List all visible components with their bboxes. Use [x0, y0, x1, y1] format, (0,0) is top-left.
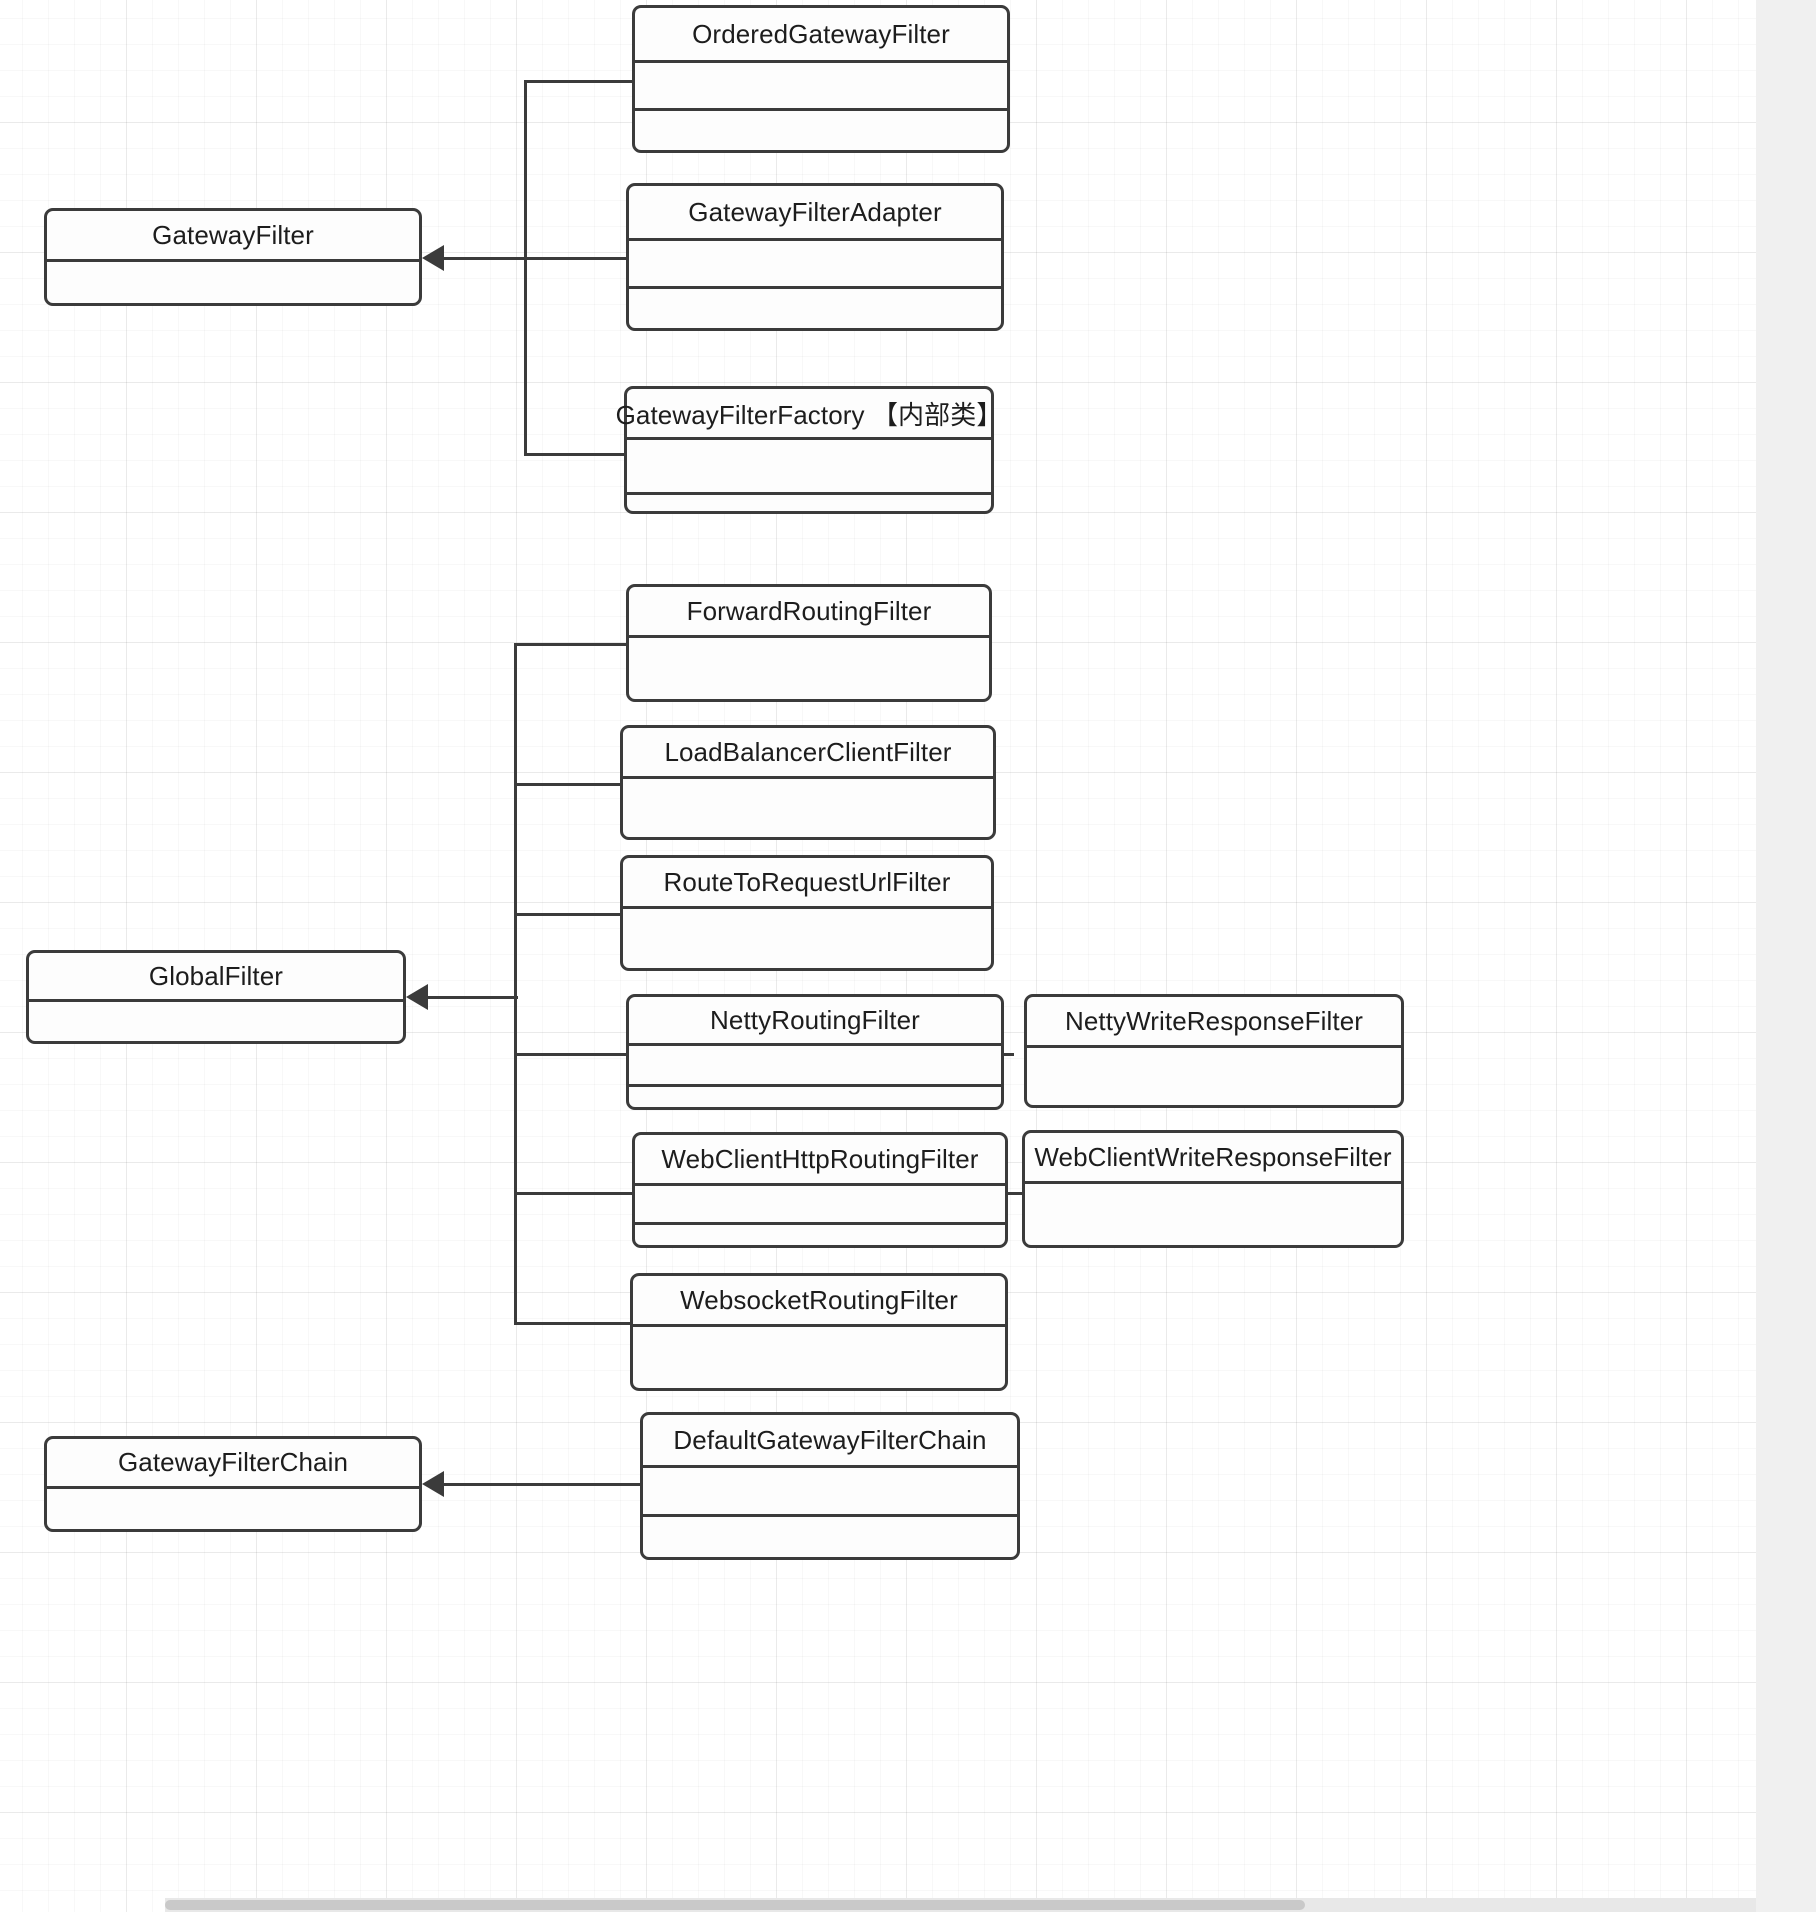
class-compartment: [633, 1327, 1005, 1394]
class-title-gatewayfilteradapter: GatewayFilterAdapter: [688, 196, 942, 227]
arrowhead-globalfilter: [406, 984, 428, 1010]
class-compartment: [635, 63, 1007, 108]
class-title-globalfilter: GlobalFilter: [148, 960, 284, 991]
class-box-nettywriteresponsefilter[interactable]: NettyWriteResponseFilter: [1024, 994, 1404, 1108]
class-separator: [623, 906, 991, 909]
class-box-defaultgatewayfilterchain[interactable]: DefaultGatewayFilterChain: [640, 1412, 1020, 1560]
class-separator: [1025, 1181, 1401, 1184]
class-compartment: [643, 1517, 1017, 1563]
class-compartment: [635, 1186, 1005, 1222]
class-box-orderedgatewayfilter[interactable]: OrderedGatewayFilter: [632, 5, 1010, 153]
class-separator: [635, 1183, 1005, 1186]
connector-trunk-globalfilter: [514, 643, 517, 1323]
class-compartment: [47, 262, 419, 309]
class-title-gatewayfilterchain: GatewayFilterChain: [117, 1447, 349, 1477]
class-separator: [629, 286, 1001, 289]
class-box-nettyroutingfilter[interactable]: NettyRoutingFilter: [626, 994, 1004, 1110]
class-title-webclientwriteresponsefilter: WebClientWriteResponseFilter: [1034, 1141, 1392, 1172]
class-separator: [47, 1486, 419, 1489]
class-compartment: [1025, 1184, 1401, 1251]
class-compartment: [643, 1468, 1017, 1514]
class-separator: [627, 437, 991, 440]
class-title-forwardroutingfilter: ForwardRoutingFilter: [686, 595, 932, 626]
class-box-websocketroutingfilter[interactable]: WebsocketRoutingFilter: [630, 1273, 1008, 1391]
class-compartment: [629, 1087, 1001, 1113]
connector-branch-orderedgatewayfilter: [524, 80, 636, 83]
class-title-websocketroutingfilter: WebsocketRoutingFilter: [680, 1284, 958, 1315]
class-separator: [1027, 1045, 1401, 1048]
class-box-webclientwriteresponsefilter[interactable]: WebClientWriteResponseFilter: [1022, 1130, 1404, 1248]
connector-stub-globalfilter: [514, 996, 517, 1056]
connector-branch-websocketroutingfilter: [514, 1322, 634, 1325]
class-compartment: [47, 1489, 419, 1535]
connector-arrow-line-gatewayfilterchain: [444, 1483, 644, 1486]
class-box-gatewayfilteradapter[interactable]: GatewayFilterAdapter: [626, 183, 1004, 331]
class-compartment: [1027, 1048, 1401, 1111]
class-box-gatewayfilter[interactable]: GatewayFilter: [44, 208, 422, 306]
class-compartment: [629, 289, 1001, 334]
connector-branch-gatewayfilterfactory: [524, 453, 630, 456]
diagram-canvas[interactable]: GatewayFilter OrderedGatewayFilter Gatew…: [0, 0, 1756, 1912]
canvas-right-margin: [1756, 0, 1816, 1912]
class-separator: [629, 635, 989, 638]
connector-branch-forwardroutingfilter: [514, 643, 632, 646]
class-compartment: [627, 495, 991, 515]
class-box-gatewayfilterchain[interactable]: GatewayFilterChain: [44, 1436, 422, 1532]
class-box-forwardroutingfilter[interactable]: ForwardRoutingFilter: [626, 584, 992, 702]
class-separator: [629, 238, 1001, 241]
class-compartment: [635, 111, 1007, 156]
class-compartment: [623, 779, 993, 843]
class-box-loadbalancerclientfilter[interactable]: LoadBalancerClientFilter: [620, 725, 996, 840]
class-separator: [635, 60, 1007, 63]
class-compartment: [623, 909, 991, 974]
class-box-routetorequesturlfilter[interactable]: RouteToRequestUrlFilter: [620, 855, 994, 971]
connector-branch-routetorequesturlfilter: [514, 913, 626, 916]
class-title-nettywriteresponsefilter: NettyWriteResponseFilter: [1064, 1005, 1364, 1036]
connector-trunk-gatewayfilter: [524, 80, 527, 456]
class-compartment: [629, 638, 989, 705]
class-title-loadbalancerclientfilter: LoadBalancerClientFilter: [664, 736, 952, 767]
class-title-gatewayfilterfactory: GatewayFilterFactory 【内部类】: [615, 399, 1003, 430]
horizontal-scrollbar-thumb[interactable]: [165, 1900, 1305, 1910]
class-separator: [629, 1084, 1001, 1087]
class-separator: [627, 492, 991, 495]
class-title-defaultgatewayfilterchain: DefaultGatewayFilterChain: [673, 1424, 987, 1455]
class-separator: [47, 259, 419, 262]
class-separator: [643, 1465, 1017, 1468]
class-box-webclienthttproutingfilter[interactable]: WebClientHttpRoutingFilter: [632, 1132, 1008, 1248]
horizontal-scrollbar[interactable]: [165, 1898, 1756, 1912]
class-title-orderedgatewayfilter: OrderedGatewayFilter: [692, 18, 950, 49]
class-compartment: [627, 440, 991, 492]
connector-branch-loadbalancerclientfilter: [514, 783, 626, 786]
connector-branch-gatewayfilteradapter: [524, 257, 630, 260]
class-box-gatewayfilterfactory[interactable]: GatewayFilterFactory 【内部类】: [615, 386, 1003, 515]
class-box-globalfilter[interactable]: GlobalFilter: [26, 950, 406, 1044]
class-compartment: [29, 1002, 403, 1047]
connector-arrow-line-gatewayfilter: [444, 257, 534, 260]
class-title-gatewayfilter: GatewayFilter: [152, 219, 314, 250]
class-title-webclienthttproutingfilter: WebClientHttpRoutingFilter: [661, 1143, 979, 1174]
class-compartment: [629, 1046, 1001, 1084]
class-title-routetorequesturlfilter: RouteToRequestUrlFilter: [663, 866, 951, 897]
class-title-nettyroutingfilter: NettyRoutingFilter: [710, 1004, 920, 1035]
class-compartment: [635, 1225, 1005, 1251]
arrowhead-gatewayfilterchain: [422, 1471, 444, 1497]
connector-arrow-line-globalfilter: [428, 996, 518, 999]
class-separator: [635, 108, 1007, 111]
class-separator: [623, 776, 993, 779]
class-separator: [643, 1514, 1017, 1517]
class-separator: [629, 1043, 1001, 1046]
class-compartment: [629, 241, 1001, 286]
class-separator: [29, 999, 403, 1002]
class-separator: [633, 1324, 1005, 1327]
arrowhead-gatewayfilter: [422, 245, 444, 271]
class-separator: [635, 1222, 1005, 1225]
